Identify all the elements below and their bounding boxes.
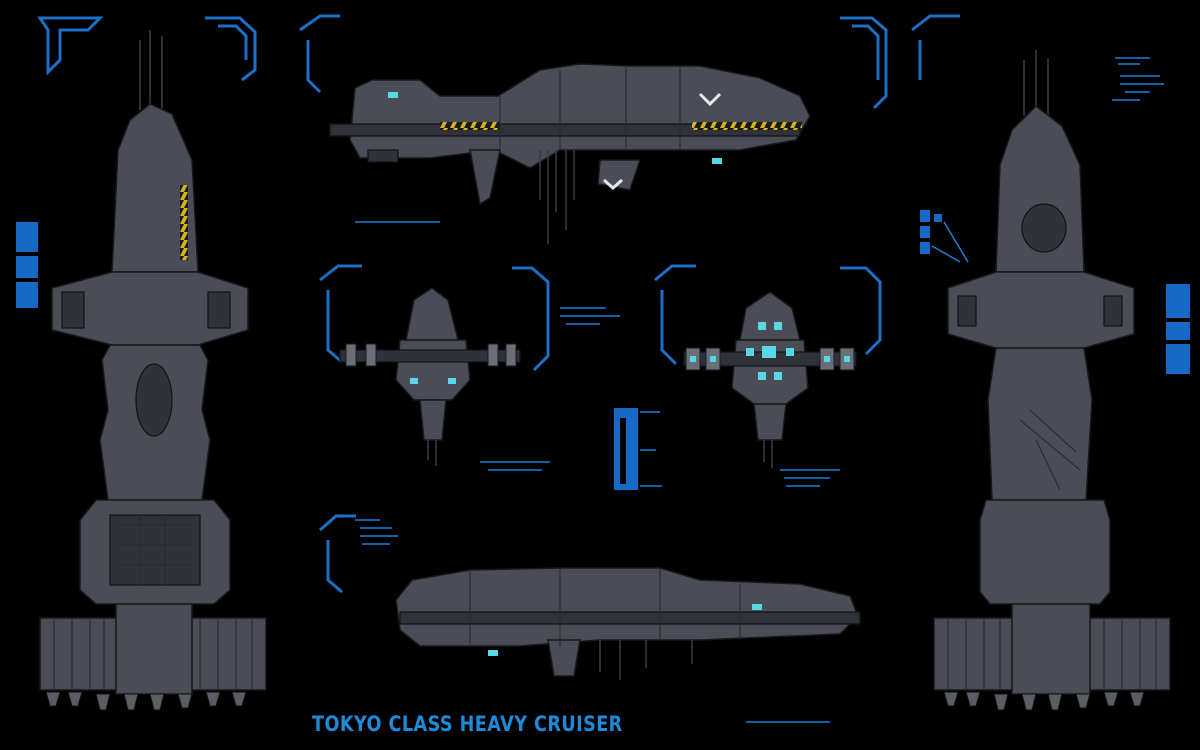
top-view-ship — [39, 30, 267, 711]
ship-class-title: TOKYO CLASS HEAVY CRUISER — [312, 712, 623, 736]
hud-data-lines — [355, 57, 1164, 723]
hud-side-panel-left — [16, 222, 38, 308]
hud-bracket-mid — [319, 264, 882, 594]
side-view-ship-lower — [395, 567, 861, 680]
hud-side-panel-right — [1166, 284, 1190, 374]
hud-vertical-gauge — [614, 408, 662, 490]
hud-bracket-top-mid — [299, 14, 960, 110]
hud-readout-blocks — [920, 210, 969, 263]
bottom-view-ship — [933, 50, 1171, 711]
side-view-ship — [329, 63, 811, 244]
hud-bracket-top-left — [37, 16, 257, 82]
front-view-ship — [339, 287, 521, 466]
rear-view-ship — [683, 291, 857, 468]
